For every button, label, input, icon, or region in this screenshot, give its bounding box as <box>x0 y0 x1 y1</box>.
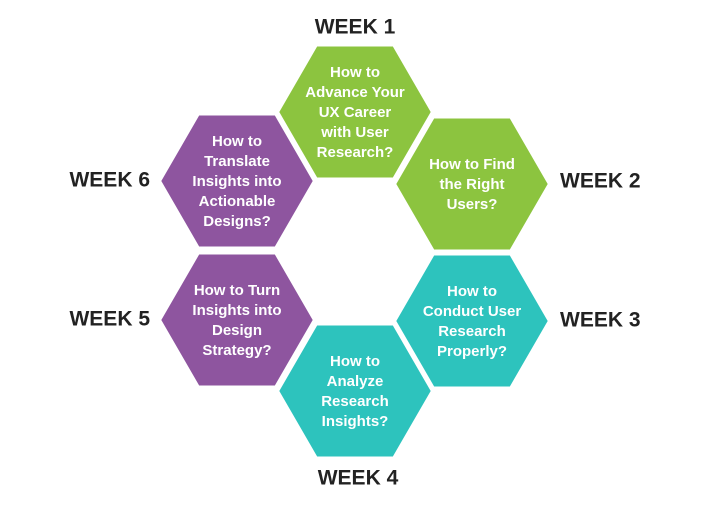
week-1-question-line: UX Career <box>319 104 392 121</box>
week-5-label: WEEK 5 <box>69 308 150 331</box>
week-5-hexagon-shape <box>157 250 317 390</box>
week-4-question-line: How to <box>330 353 380 370</box>
week-label-layer: WEEK 1 WEEK 2 WEEK 3 WEEK 4 WEEK 5 WEEK 6 <box>69 16 640 490</box>
week-5-question-line: Design <box>212 322 262 339</box>
week-3-question-line: Conduct User <box>423 303 522 320</box>
week-4-question-line: Insights? <box>322 413 389 430</box>
week-2-label: WEEK 2 <box>560 170 641 193</box>
week-6-hexagon-shape <box>157 111 317 251</box>
week-6-question-line: Designs? <box>203 213 271 230</box>
week-1-question-line: How to <box>330 64 380 81</box>
week-4-question-line: Analyze <box>327 373 384 390</box>
week-4-hexagon-shape <box>275 321 435 461</box>
week-3-question-line: How to <box>447 283 497 300</box>
week-6-question-line: Translate <box>204 153 270 170</box>
week-5-question-line: Insights into <box>192 302 281 319</box>
week-1-label: WEEK 1 <box>315 16 396 39</box>
week-4-question-line: Research <box>321 393 389 410</box>
week-2-question-line: the Right <box>440 176 505 193</box>
week-6-label: WEEK 6 <box>69 169 150 192</box>
week-5-question-line: Strategy? <box>202 342 271 359</box>
week-1-question-line: Advance Your <box>305 84 405 101</box>
week-2-question-line: How to Find <box>429 156 515 173</box>
week-5-question-line: How to Turn <box>194 282 280 299</box>
week-3-question-line: Research <box>438 323 506 340</box>
week-4-label: WEEK 4 <box>318 467 399 490</box>
week-3-label: WEEK 3 <box>560 309 641 332</box>
week-3-hexagon-shape <box>392 251 552 391</box>
week-6-question-line: Actionable <box>199 193 276 210</box>
week-6-question-line: Insights into <box>192 173 281 190</box>
week-1-question-line: with User <box>320 124 389 141</box>
week-2-question-line: Users? <box>447 196 498 213</box>
week-1-question-line: Research? <box>317 144 394 161</box>
week-3-question-line: Properly? <box>437 343 507 360</box>
week-6-question-line: How to <box>212 133 262 150</box>
